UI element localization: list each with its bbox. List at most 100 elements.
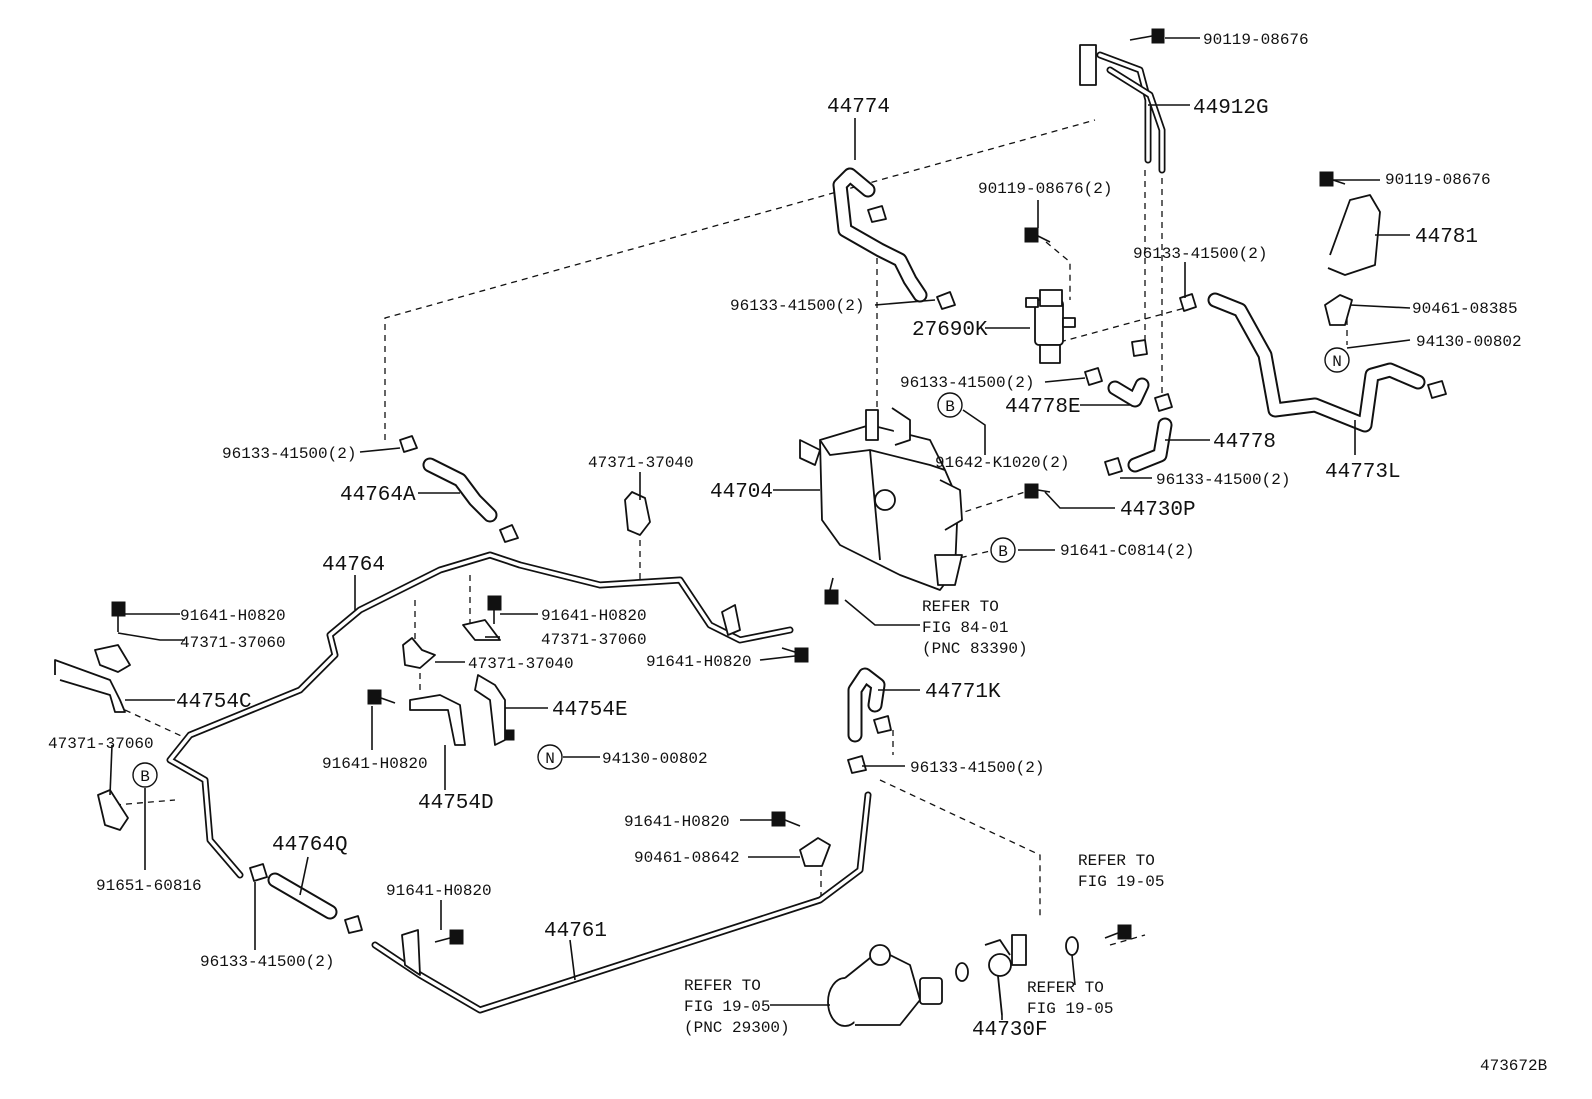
marker-n-mid: N	[537, 744, 563, 770]
label-44912g: 44912G	[1193, 97, 1269, 120]
label-44730f: 44730F	[972, 1019, 1048, 1042]
pipe-bracket	[1079, 44, 1097, 86]
label-44764q: 44764Q	[272, 834, 348, 857]
label-44754d: 44754D	[418, 792, 494, 815]
bracket-90461-08385[interactable]	[1324, 294, 1353, 326]
bolt-icon	[1129, 28, 1165, 44]
ref-fig19-top-line1: REFER TO	[1078, 852, 1155, 870]
marker-b-tank-side: B	[990, 537, 1016, 563]
vsv-valve-27690k[interactable]	[1025, 289, 1076, 364]
label-44773l: 44773L	[1325, 461, 1401, 484]
label-96133-bottom: 96133-41500(2)	[200, 953, 334, 971]
hose-clamp-icon	[499, 524, 519, 543]
label-44778e: 44778E	[1005, 396, 1081, 419]
marker-b-left: B	[132, 762, 158, 788]
bolt-icon	[1319, 171, 1346, 187]
air-pump[interactable]	[827, 944, 969, 1027]
label-96133-left: 96133-41500(2)	[222, 445, 356, 463]
label-91651-60816: 91651-60816	[96, 877, 202, 895]
label-90119-08676-right: 90119-08676	[1385, 171, 1491, 189]
pipe-44912g[interactable]	[1079, 44, 1166, 174]
bracket-44754e[interactable]	[474, 674, 506, 746]
label-94130-mid: 94130-00802	[602, 750, 708, 768]
hose-clamp-icon	[1084, 367, 1103, 386]
ref-fig84-line1: REFER TO	[922, 598, 999, 616]
clamp-90461-08642[interactable]	[799, 837, 831, 867]
bolt-icon	[111, 601, 126, 632]
clip-44764[interactable]	[721, 604, 741, 636]
hose-clamp-icon	[249, 863, 268, 882]
hose-clamp-icon-group	[249, 205, 1447, 934]
label-91641-h0820-b: 91641-H0820	[541, 607, 647, 625]
check-valve-44730f[interactable]	[984, 934, 1027, 1016]
svg-text:B: B	[998, 543, 1008, 561]
bracket-44754d[interactable]	[409, 694, 466, 746]
label-44764: 44764	[322, 554, 385, 577]
hose-clamp-icon	[936, 291, 956, 310]
label-91642-k1020: 91642-K1020(2)	[935, 454, 1069, 472]
bolt-icon	[781, 647, 809, 663]
marker-n-right: N	[1324, 347, 1350, 373]
label-96133-right: 96133-41500(2)	[1133, 245, 1267, 263]
hose-44764a[interactable]	[422, 457, 498, 523]
label-91641-h0820-e: 91641-H0820	[624, 813, 730, 831]
bolt-icon	[1104, 924, 1132, 940]
reservoir-tank-44704[interactable]	[799, 407, 963, 591]
label-94130-right: 94130-00802	[1416, 333, 1522, 351]
pipe-44761[interactable]	[371, 791, 872, 1014]
label-27690k: 27690K	[912, 319, 988, 342]
bolt-icon	[487, 595, 502, 624]
hose-44778[interactable]	[1127, 417, 1173, 473]
tank-nipple	[865, 409, 879, 441]
pipe-44764[interactable]	[166, 551, 794, 879]
hose-clamp-icon	[344, 915, 363, 934]
svg-text:B: B	[140, 768, 150, 786]
hose-clamp-icon	[1104, 457, 1123, 476]
hose-clamp-icon	[1154, 393, 1173, 412]
ref-fig84-line2: FIG 84-01	[922, 619, 1008, 637]
ref-fig19-pump-line3: (PNC 29300)	[684, 1019, 790, 1037]
ref-fig19-top-line2: FIG 19-05	[1078, 873, 1164, 891]
label-47371-37040-top: 47371-37040	[588, 454, 694, 472]
hose-44771k[interactable]	[847, 667, 886, 743]
hose-44774[interactable]	[832, 167, 928, 303]
clamp-47371-37040-mid[interactable]	[402, 637, 436, 669]
bolt-icon	[504, 729, 515, 741]
bolt-icon	[1024, 227, 1051, 243]
hose-clamp-icon	[873, 715, 892, 734]
label-96133-lower-mid: 96133-41500(2)	[900, 374, 1034, 392]
hose-clamp-icon	[867, 205, 887, 223]
label-44764a: 44764A	[340, 484, 416, 507]
label-90119-08676-mid: 90119-08676(2)	[978, 180, 1112, 198]
hose-clamp-icon	[399, 435, 418, 453]
clamp-47371-37040-top[interactable]	[624, 491, 651, 536]
label-44774: 44774	[827, 96, 890, 119]
svg-text:B: B	[945, 398, 955, 416]
bolt-icon-group	[111, 28, 1346, 945]
ref-fig19-pump-line2: FIG 19-05	[684, 998, 770, 1016]
label-90461-08642: 90461-08642	[634, 849, 740, 867]
hose-44773l[interactable]	[1207, 292, 1426, 433]
label-44781: 44781	[1415, 226, 1478, 249]
leader-lines	[109, 37, 1411, 1020]
svg-text:N: N	[1332, 353, 1342, 371]
label-91641-h0820-d: 91641-H0820	[322, 755, 428, 773]
clamp-47371-37060-lower[interactable]	[97, 789, 129, 831]
ref-fig19-right-line2: FIG 19-05	[1027, 1000, 1113, 1018]
ref-fig19-right-line1: REFER TO	[1027, 979, 1104, 997]
clamp-47371-37060-mid[interactable]	[462, 619, 501, 641]
label-91641-c0814: 91641-C0814(2)	[1060, 542, 1194, 560]
clamp-47371-37060-left[interactable]	[94, 644, 131, 673]
bracket-44754c[interactable]	[54, 659, 126, 713]
label-91641-h0820-c: 91641-H0820	[646, 653, 752, 671]
bolt-icon	[824, 577, 839, 605]
tank-cap	[874, 489, 896, 511]
hose-44778e[interactable]	[1107, 377, 1150, 408]
hose-44764q[interactable]	[267, 872, 338, 920]
label-91641-h0820-a: 91641-H0820	[180, 607, 286, 625]
bracket-44781[interactable]	[1327, 194, 1381, 276]
label-91641-h0820-f: 91641-H0820	[386, 882, 492, 900]
clip-44761[interactable]	[401, 929, 421, 976]
bolt-icon	[367, 689, 396, 705]
